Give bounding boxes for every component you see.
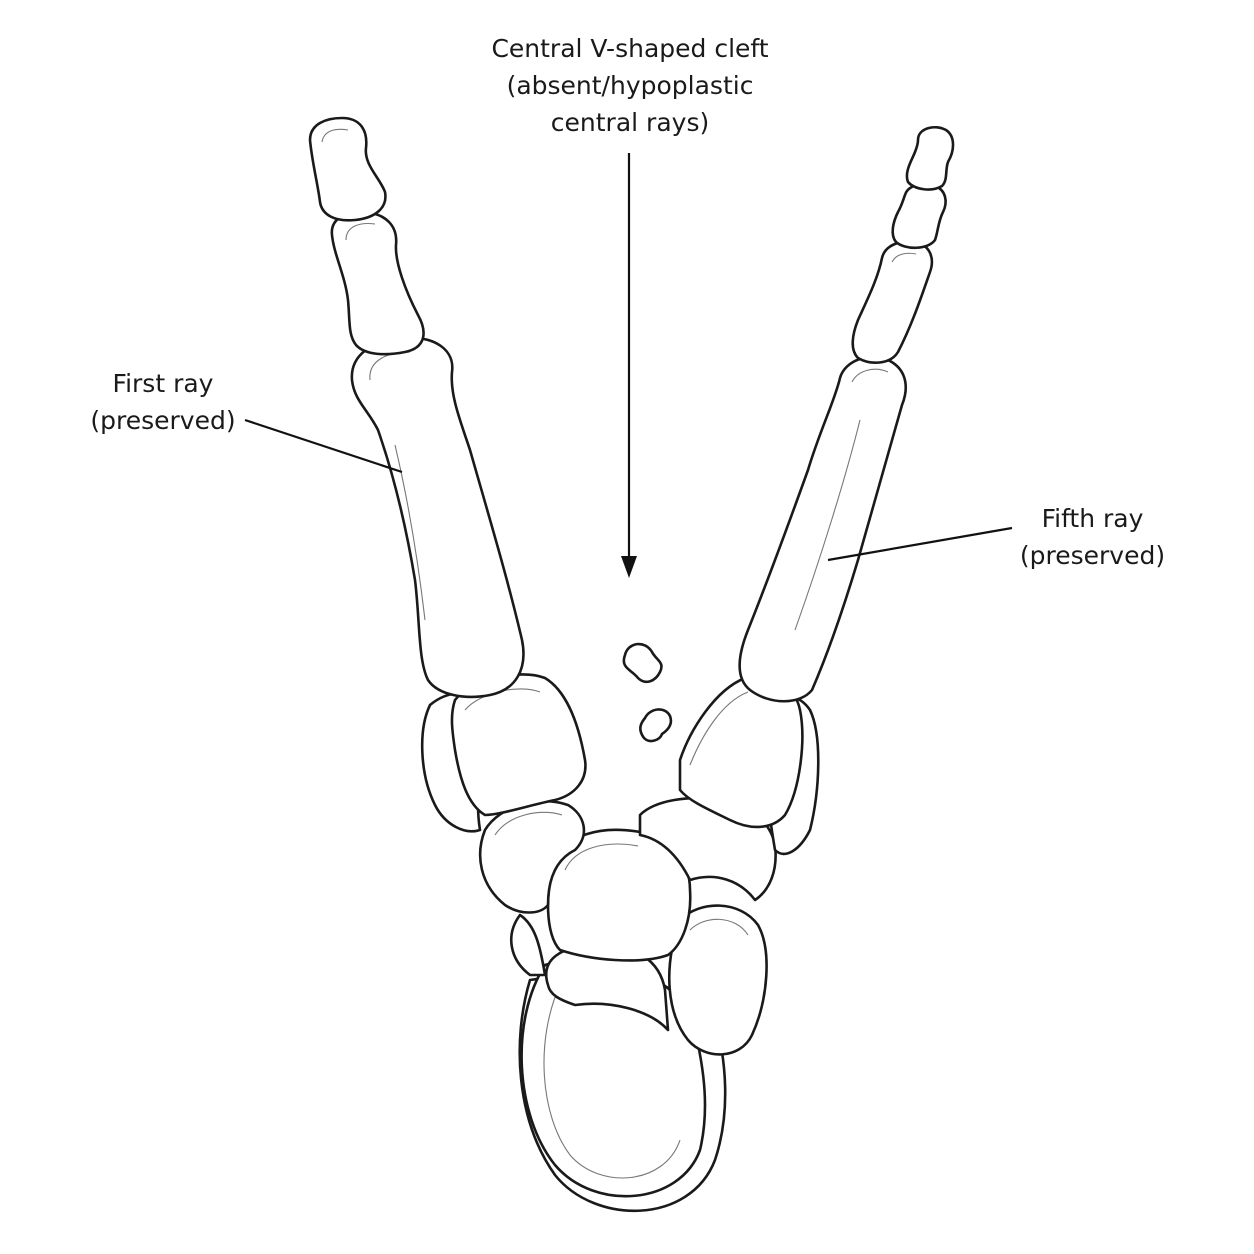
- vestigial-ossicle-lower: [639, 708, 673, 743]
- first-metatarsal-bone: [350, 336, 525, 699]
- fifth-distal-phalanx-bone: [905, 126, 955, 191]
- cleft-arrow: [621, 153, 637, 578]
- first-distal-phalanx-bone: [308, 116, 387, 222]
- navicular-bone: [546, 828, 692, 962]
- fifth-ray-leader-line: [827, 526, 1013, 562]
- cleft-label: Central V-shaped cleft (absent/hypoplast…: [440, 30, 820, 141]
- fifth-ray-label-line-2: (preserved): [1019, 541, 1166, 570]
- fifth-middle-phalanx-bone: [891, 183, 947, 250]
- first-proximal-phalanx-bone: [330, 210, 425, 356]
- fifth-proximal-phalanx-bone: [851, 240, 934, 364]
- fifth-ray-label-line-1: Fifth ray: [1041, 504, 1144, 533]
- fifth-metatarsal-bone: [738, 355, 907, 703]
- fifth-tarsal-block-bone: [678, 675, 804, 829]
- first-ray-leader-line: [244, 418, 403, 474]
- cuboid-bone: [667, 904, 768, 1056]
- vestigial-ossicle-upper: [622, 642, 663, 684]
- cleft-label-line-3: central rays): [550, 108, 710, 137]
- cleft-label-line-1: Central V-shaped cleft: [491, 34, 769, 63]
- first-ray-label: First ray (preserved): [78, 365, 248, 439]
- cleft-label-line-2: (absent/hypoplastic: [506, 71, 754, 100]
- fifth-ray-label: Fifth ray (preserved): [1010, 500, 1175, 574]
- first-ray-label-line-2: (preserved): [90, 406, 236, 435]
- first-ray-label-line-1: First ray: [112, 369, 214, 398]
